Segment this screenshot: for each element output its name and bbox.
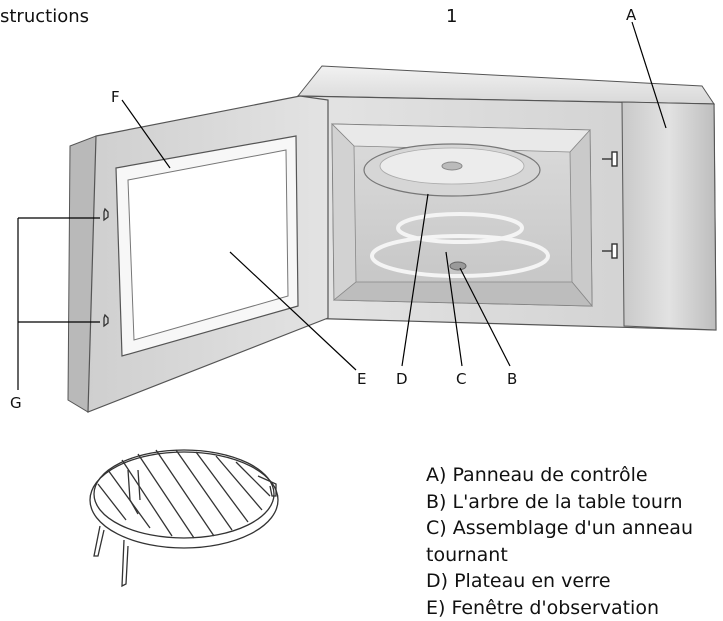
legend-item: E) Fenêtre d'observation — [426, 595, 693, 621]
microwave-body — [298, 66, 716, 330]
legend-item: D) Plateau en verre — [426, 568, 693, 595]
legend-item: A) Panneau de contrôle — [426, 462, 693, 489]
legend-item: tournant — [426, 542, 693, 569]
label-b: B — [507, 370, 517, 388]
glass-plate — [364, 144, 540, 196]
label-f: F — [111, 88, 120, 106]
label-e: E — [357, 370, 366, 388]
legend-item: B) L'arbre de la table tourn — [426, 489, 693, 516]
turntable-shaft — [450, 262, 466, 270]
label-a: A — [626, 6, 636, 24]
microwave-door — [68, 96, 328, 412]
legend-item: C) Assemblage d'un anneau — [426, 515, 693, 542]
label-d: D — [396, 370, 408, 388]
parts-legend: A) Panneau de contrôle B) L'arbre de la … — [426, 462, 693, 621]
label-c: C — [456, 370, 466, 388]
grill-rack — [90, 450, 278, 586]
label-g: G — [10, 394, 22, 412]
